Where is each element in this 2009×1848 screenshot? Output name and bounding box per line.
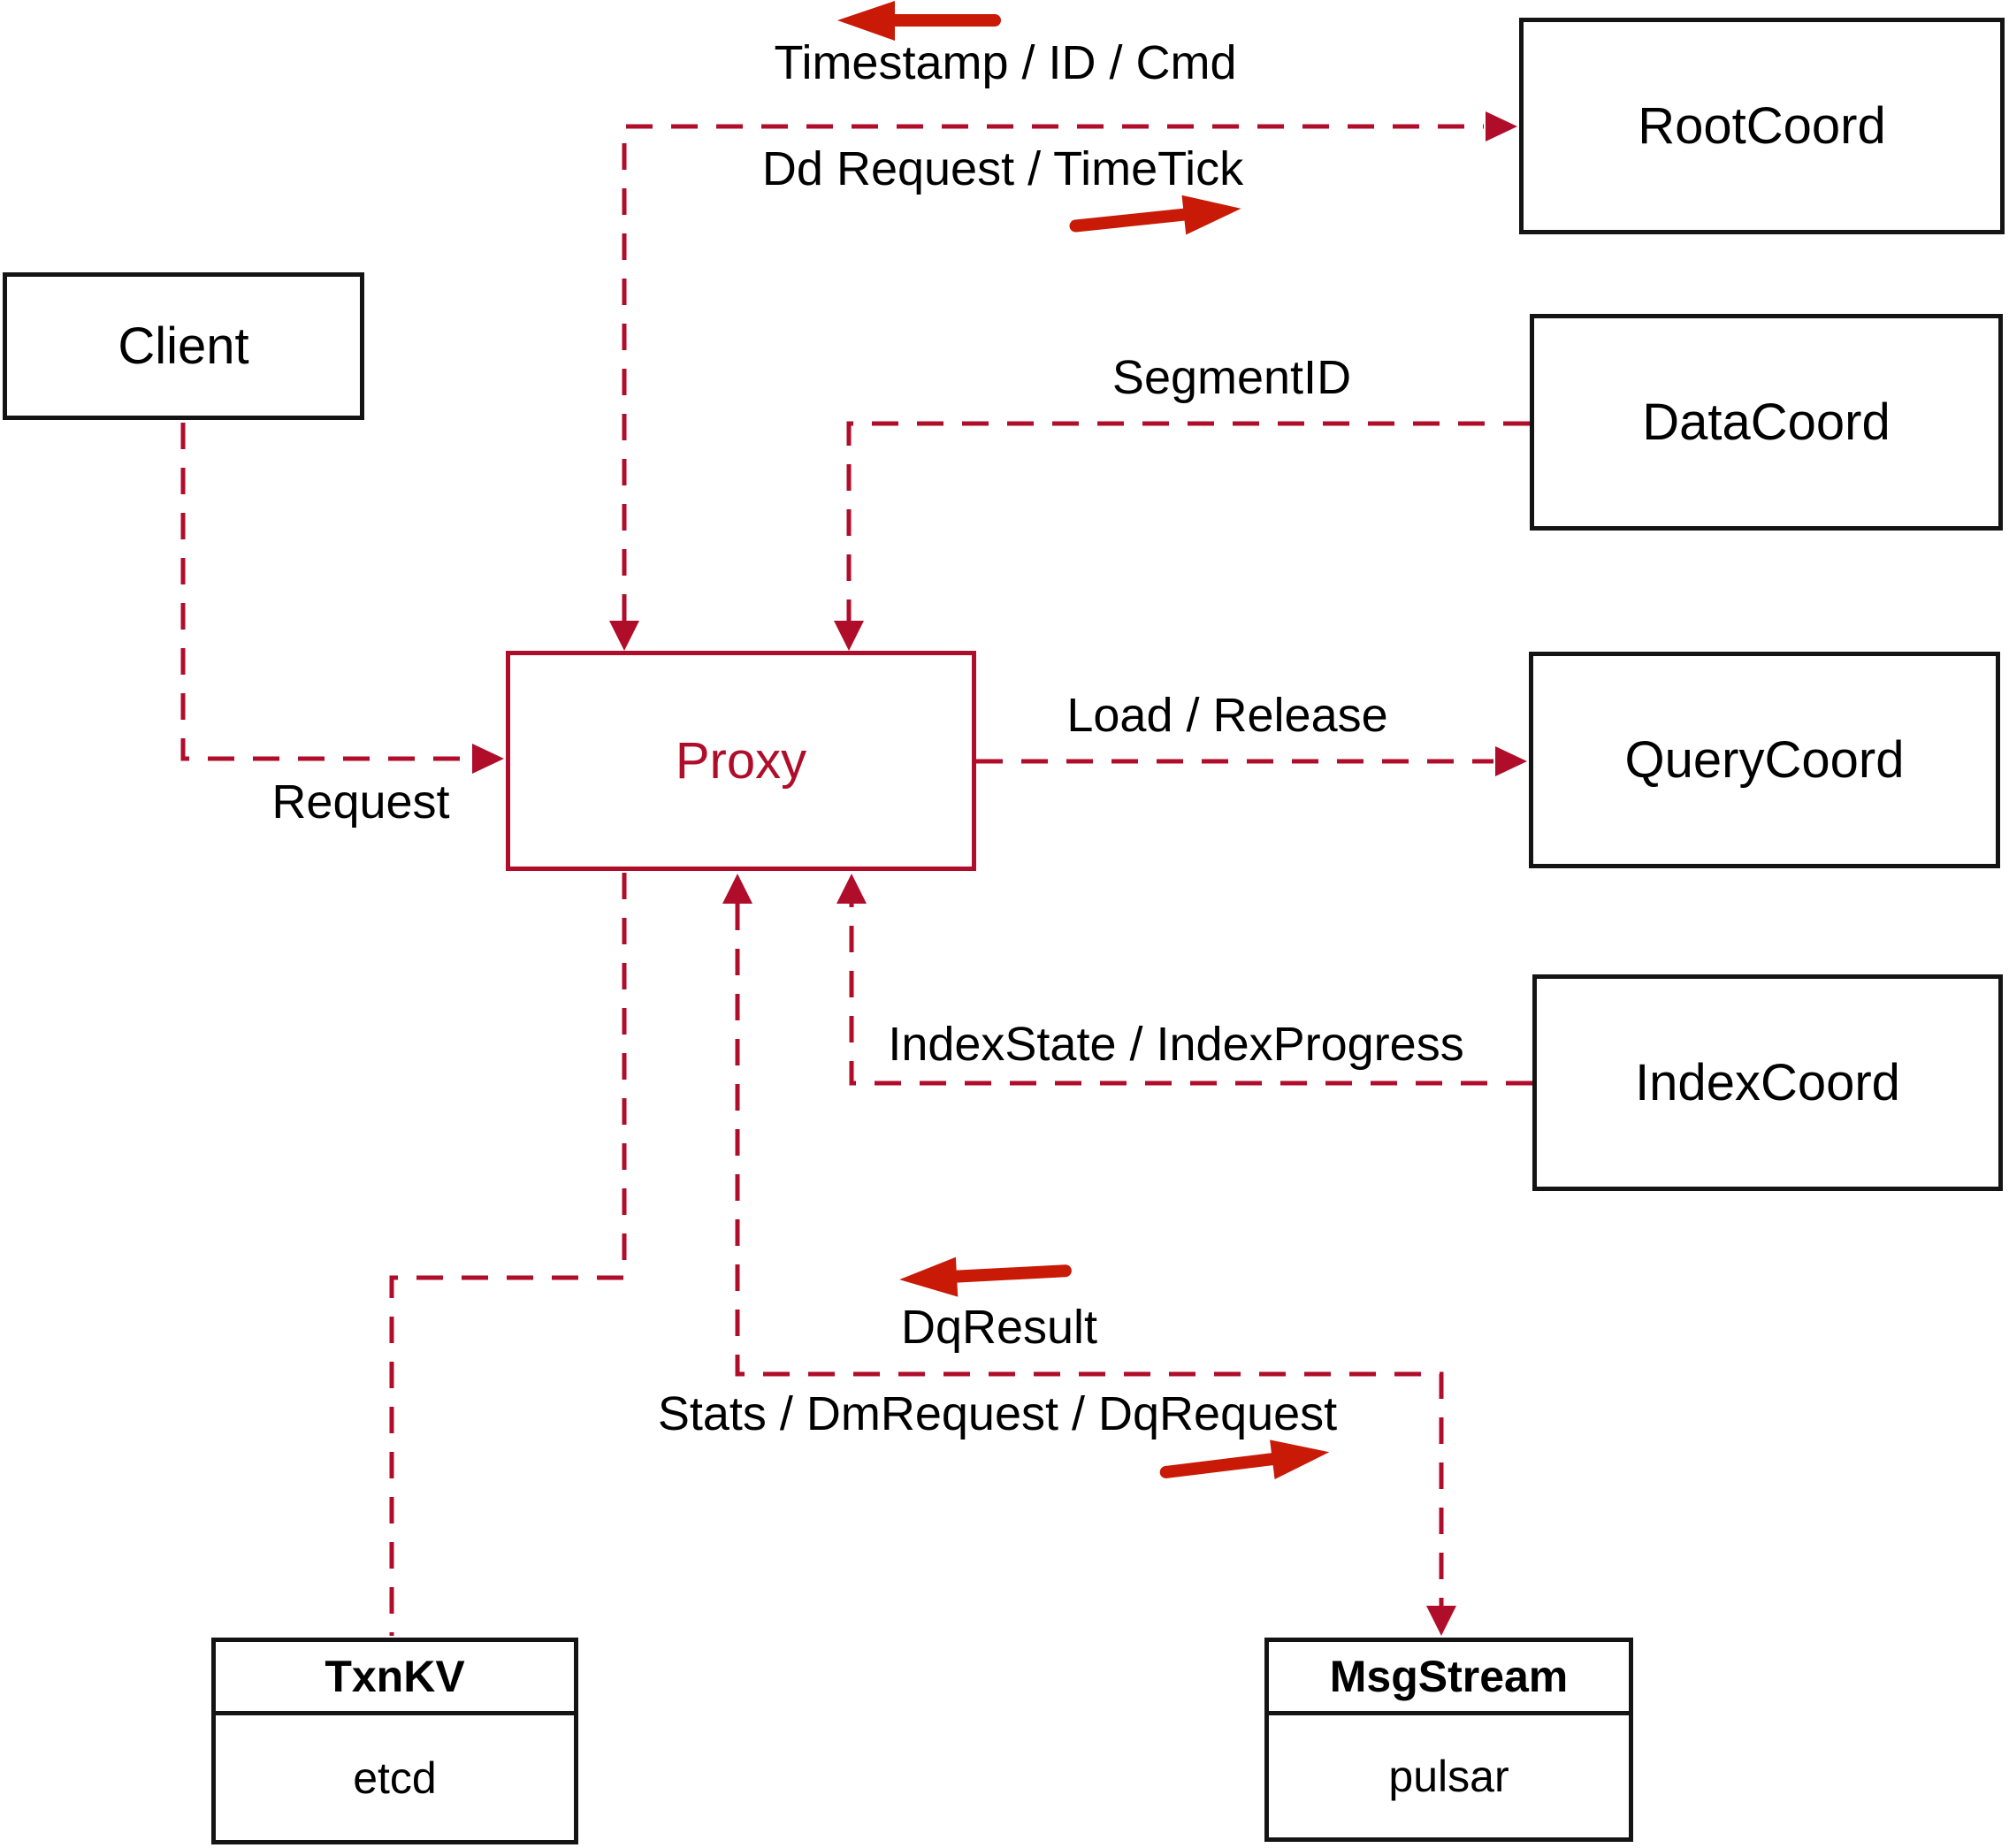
node-querycoord: QueryCoord xyxy=(1529,652,2000,868)
edge-label-timestamp-id-cmd: Timestamp / ID / Cmd xyxy=(774,36,1237,89)
connector-proxy-txnkv xyxy=(389,873,627,1636)
node-indexcoord-label: IndexCoord xyxy=(1635,1054,1900,1111)
node-datacoord: DataCoord xyxy=(1530,314,2003,531)
edge-label-stats-dmrequest-dqrequest: Stats / DmRequest / DqRequest xyxy=(657,1387,1338,1440)
edge-label-load-release: Load / Release xyxy=(1066,689,1388,742)
edge-label-segmentid: SegmentID xyxy=(1111,351,1352,404)
connector-proxy-msgstream xyxy=(722,874,1456,1636)
edge-label-request: Request xyxy=(271,775,450,829)
node-querycoord-label: QueryCoord xyxy=(1624,731,1905,789)
direction-arrow-ddrequest-right xyxy=(1069,195,1241,235)
node-datacoord-label: DataCoord xyxy=(1642,393,1891,451)
node-rootcoord: RootCoord xyxy=(1519,18,2005,234)
node-client-label: Client xyxy=(118,317,249,375)
node-msgstream-impl: pulsar xyxy=(1388,1752,1509,1801)
connector-proxy-querycoord xyxy=(976,746,1527,776)
node-msgstream-title: MsgStream xyxy=(1269,1642,1629,1715)
node-msgstream: MsgStream pulsar xyxy=(1264,1638,1633,1842)
node-indexcoord: IndexCoord xyxy=(1532,974,2003,1191)
connector-client-proxy xyxy=(180,423,504,774)
node-rootcoord-label: RootCoord xyxy=(1638,97,1886,155)
node-proxy: Proxy xyxy=(506,651,976,871)
node-txnkv-title: TxnKV xyxy=(216,1642,574,1715)
node-txnkv-impl: etcd xyxy=(353,1753,437,1803)
direction-arrow-dqresult-left xyxy=(899,1256,1072,1297)
edge-label-dqresult: DqResult xyxy=(900,1301,1098,1354)
node-client: Client xyxy=(3,272,364,420)
edge-label-dd-request-timetick: Dd Request / TimeTick xyxy=(761,142,1244,195)
connector-datacoord-proxy xyxy=(834,421,1530,651)
node-proxy-label: Proxy xyxy=(675,732,807,790)
node-txnkv: TxnKV etcd xyxy=(211,1638,578,1844)
direction-arrow-stats-right xyxy=(1159,1439,1330,1480)
edge-label-indexstate-indexprogress: IndexState / IndexProgress xyxy=(888,1018,1464,1071)
